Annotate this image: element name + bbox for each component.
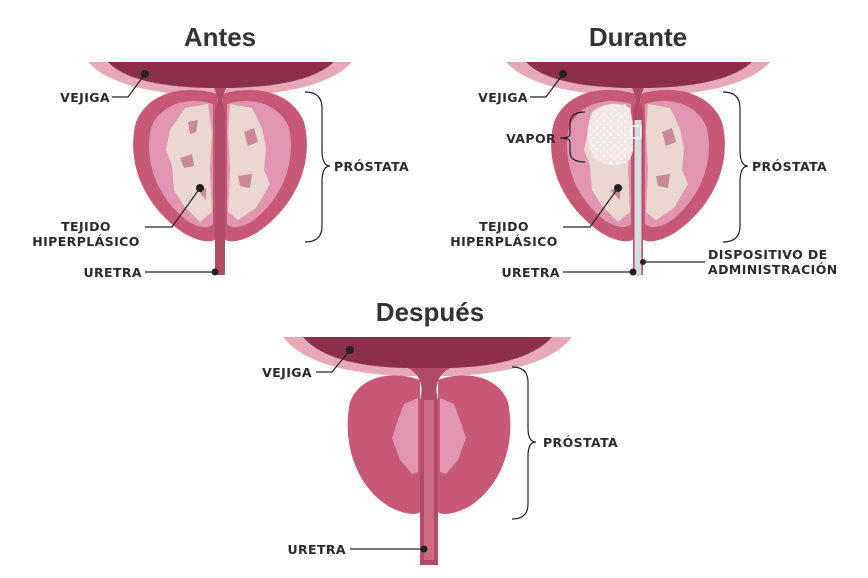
before-bladder-label: VEJIGA — [60, 90, 110, 105]
during-urethra-label: URETRA — [501, 265, 560, 280]
before-hyperplastic-tissue-right — [228, 104, 270, 220]
during-bladder-label: VEJIGA — [478, 90, 528, 105]
before-urethra-label: URETRA — [83, 265, 142, 280]
after-cavity-right — [440, 398, 466, 474]
after-illustration — [283, 337, 572, 565]
device-label-line2: ADMINISTRACIÓN — [708, 262, 838, 277]
after-prostate-label: PRÓSTATA — [543, 435, 619, 450]
before-prostate-label: PRÓSTATA — [334, 159, 410, 174]
before-illustration — [88, 62, 352, 276]
after-cavity-left — [392, 398, 418, 474]
during-hyperplastic-tissue-right — [646, 104, 688, 220]
before-urethra — [214, 88, 226, 275]
before-tissue-label-line1: TEJIDO — [61, 219, 111, 234]
before-tissue-label-line2: HIPERPLÁSICO — [32, 234, 140, 249]
during-tissue-label-line2: HIPERPLÁSICO — [450, 234, 558, 249]
during-illustration — [506, 62, 770, 276]
vapor-label: VAPOR — [506, 131, 556, 146]
after-bladder-label: VEJIGA — [262, 365, 312, 380]
after-title: Después — [375, 297, 485, 327]
during-prostate-label: PRÓSTATA — [752, 159, 828, 174]
before-title: Antes — [183, 22, 257, 52]
during-tissue-label-line1: TEJIDO — [479, 219, 529, 234]
delivery-device — [634, 120, 642, 276]
after-urethra-label: URETRA — [287, 542, 346, 557]
device-label-line1: DISPOSITIVO DE — [708, 247, 828, 262]
during-title: Durante — [588, 22, 688, 52]
